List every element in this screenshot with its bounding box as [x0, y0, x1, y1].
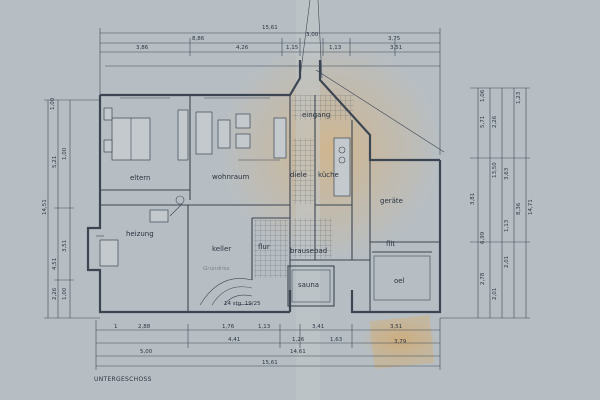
dim-left-total: 14,51 — [42, 199, 48, 215]
dim-bottom-l: 14,61 — [290, 349, 306, 355]
dim-left-e: 4,51 — [52, 258, 58, 270]
room-label-oel: oel — [394, 277, 405, 285]
dim-top-c: 3,86 — [136, 45, 149, 51]
room-label-brausebad: brausebad — [290, 247, 327, 255]
right-dimension-lines — [440, 87, 530, 319]
bottom-dimension-lines — [95, 318, 441, 370]
dim-top-e: 1,15 — [286, 45, 299, 51]
dim-bottom-d: 1,13 — [258, 324, 271, 330]
dim-bottom-i: 1,63 — [330, 337, 343, 343]
plan-title: UNTERGESCHOSS — [94, 376, 152, 383]
dim-bottom-b: 2,88 — [138, 324, 151, 330]
dim-right-i: 2,01 — [504, 256, 510, 268]
stair-note: 14 stg. 19/25 — [224, 301, 261, 307]
dim-bottom-h: 1,26 — [292, 337, 305, 343]
dim-right-m: 1,23 — [516, 91, 522, 104]
dim-right-e: 6,99 — [480, 231, 486, 244]
living-furniture — [195, 111, 287, 161]
dim-right-total: 14,71 — [528, 199, 534, 215]
dim-bottom-c: 1,76 — [222, 324, 235, 330]
paper-tape — [369, 314, 435, 370]
dim-right-h: 1,13 — [504, 219, 510, 232]
dim-top-d: 4,26 — [236, 45, 249, 51]
faint-note: Grundriss — [203, 266, 230, 272]
dim-top-f: 3,00 — [306, 32, 319, 38]
heating-fixtures — [99, 195, 185, 267]
dim-bottom-g: 4,41 — [228, 337, 240, 343]
dim-right-c: 2,26 — [492, 115, 498, 128]
dim-left-g: 1,00 — [62, 287, 68, 300]
dim-top-h: 3,51 — [390, 45, 402, 51]
dim-right-f: 2,78 — [480, 272, 486, 285]
dim-left-b: 5,21 — [52, 156, 58, 168]
kitchen-fixtures — [333, 137, 351, 197]
dim-right-b: 5,71 — [480, 116, 486, 128]
dim-top-total: 15,61 — [262, 25, 278, 31]
dim-bottom-total: 15,61 — [262, 360, 278, 366]
dim-right-l: 13,50 — [492, 162, 498, 178]
room-label-keller: keller — [212, 245, 231, 253]
room-label-flur: flur — [258, 243, 270, 251]
dim-left-d: 1,00 — [62, 147, 68, 160]
room-label-flit: flit — [386, 240, 395, 248]
dim-right-d: 3,81 — [470, 193, 476, 205]
room-label-sauna: sauna — [298, 281, 319, 289]
bath-tiles — [292, 218, 332, 258]
room-label-wohnraum: wohnraum — [212, 173, 249, 181]
left-dimension-lines — [44, 99, 100, 319]
dim-top-b: 3,75 — [388, 36, 401, 42]
entrance-tiles — [292, 95, 354, 120]
dim-top-g: 1,13 — [329, 45, 342, 51]
dim-right-a: 1,06 — [480, 89, 486, 102]
dim-left-a: 1,00 — [50, 97, 56, 110]
dim-right-j: 3,63 — [504, 167, 510, 180]
dim-bottom-f: 3,51 — [390, 324, 402, 330]
windows — [96, 97, 270, 237]
dim-bottom-j: 5,00 — [140, 349, 153, 355]
stair-tiles — [254, 220, 288, 278]
dim-top-a: 8,86 — [192, 36, 205, 42]
dim-left-c: 3,51 — [62, 240, 68, 252]
room-label-eingang: eingang — [302, 111, 330, 119]
top-dimension-lines — [99, 28, 441, 155]
room-label-gerate: geräte — [380, 197, 403, 205]
room-label-diele: diele — [290, 171, 307, 179]
dim-bottom-k: 3,79 — [394, 339, 407, 345]
sauna-box — [287, 265, 335, 307]
bedroom-furniture — [103, 107, 189, 161]
dim-left-f: 2,26 — [52, 287, 58, 300]
staircase — [199, 278, 253, 306]
diele-tiles — [292, 138, 314, 204]
room-label-eltern: eltern — [130, 174, 151, 182]
dim-bottom-a: 1 — [114, 324, 118, 330]
dim-right-g: 2,01 — [492, 288, 498, 300]
room-label-heizung: heizung — [126, 230, 154, 238]
dim-right-k: 8,36 — [516, 202, 522, 215]
exterior-walls — [86, 0, 445, 314]
room-label-kuche: küche — [318, 171, 339, 179]
dim-bottom-e: 3,41 — [312, 324, 324, 330]
oil-tank-room — [373, 255, 431, 301]
